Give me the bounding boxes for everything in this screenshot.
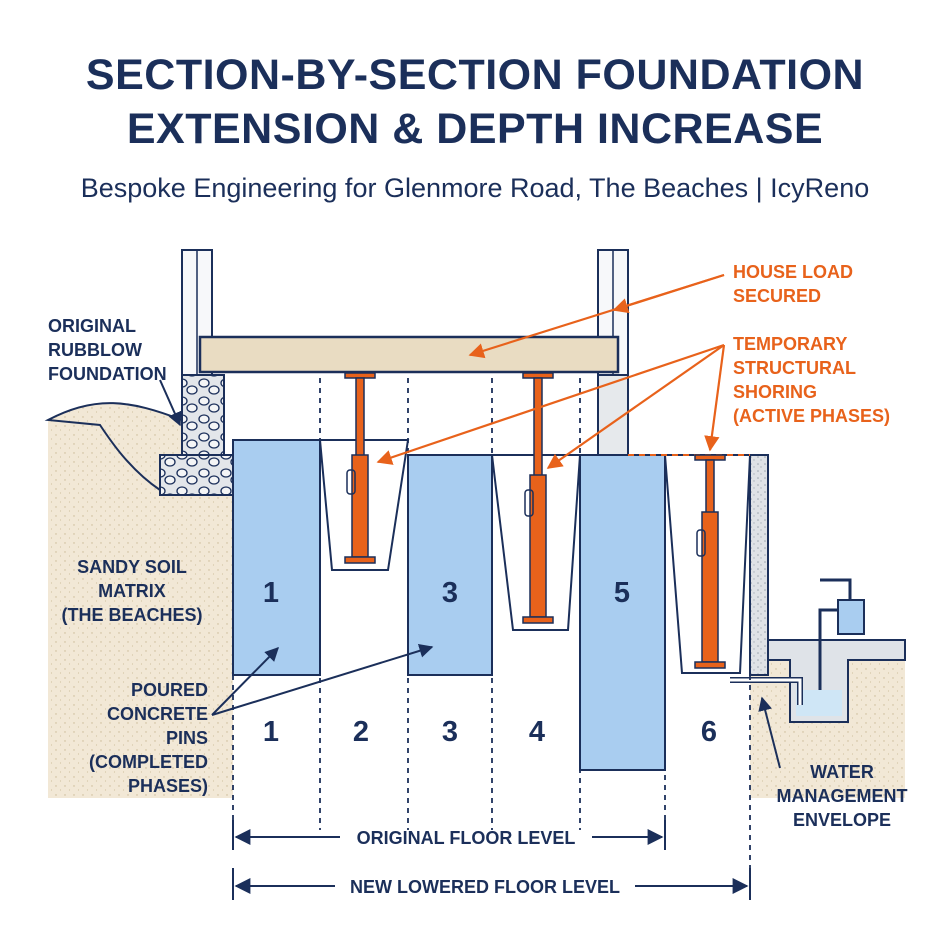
house-load-leaders xyxy=(468,273,725,359)
section-number-6: 6 xyxy=(701,716,717,748)
section-number-1: 1 xyxy=(263,716,279,748)
floor-beam xyxy=(198,335,620,374)
new-concrete-wall xyxy=(749,454,769,676)
shoring-label: TEMPORARY STRUCTURAL SHORING (ACTIVE PHA… xyxy=(733,334,890,426)
water-line-3: ENVELOPE xyxy=(793,810,891,830)
original-floor-dimension xyxy=(232,820,666,850)
original-foundation-line-3: FOUNDATION xyxy=(48,364,167,384)
sandy-soil-line-3: (THE BEACHES) xyxy=(61,605,202,625)
drain-pipe-inner xyxy=(730,678,802,705)
sandy-soil-line-2: MATRIX xyxy=(98,581,166,601)
section-number-3: 3 xyxy=(442,716,458,748)
page-title-line-2: EXTENSION & DEPTH INCREASE xyxy=(126,105,824,153)
original-foundation-line-2: RUBBLOW xyxy=(48,340,142,360)
shoring-line-3: SHORING xyxy=(733,382,817,402)
sump-water xyxy=(796,690,842,716)
new-floor-dimension xyxy=(232,868,751,900)
shoring-post-4 xyxy=(522,372,554,624)
poured-pins-line-3: PINS xyxy=(166,728,208,748)
shoring-post-2 xyxy=(344,372,376,564)
poured-pins-line-1: POURED xyxy=(131,680,208,700)
house-load-label: HOUSE LOAD SECURED xyxy=(733,262,853,306)
sandy-soil-label: SANDY SOIL MATRIX (THE BEACHES) xyxy=(61,557,202,625)
sandy-soil-line-1: SANDY SOIL xyxy=(77,557,187,577)
poured-pins-line-2: CONCRETE xyxy=(107,704,208,724)
concrete-pin-1 xyxy=(232,439,321,676)
original-foundation-label: ORIGINAL RUBBLOW FOUNDATION xyxy=(48,316,167,384)
section-number-4: 4 xyxy=(529,716,545,748)
house-load-line-2: SECURED xyxy=(733,286,821,306)
pin-number-1: 1 xyxy=(263,577,279,609)
shoring-line-2: STRUCTURAL xyxy=(733,358,856,378)
navy-leaders xyxy=(159,379,781,769)
shoring-leaders xyxy=(376,343,726,469)
water-management-label: WATER MANAGEMENT ENVELOPE xyxy=(777,762,908,830)
poured-pins-line-4: (COMPLETED xyxy=(89,752,208,772)
right-basement-space xyxy=(765,455,905,650)
house-load-line-1: HOUSE LOAD xyxy=(733,262,853,282)
page-subtitle: Bespoke Engineering for Glenmore Road, T… xyxy=(80,173,870,203)
shoring-line-1: TEMPORARY xyxy=(733,334,847,354)
original-floor-level-label: ORIGINAL FLOOR LEVEL xyxy=(357,828,576,848)
poured-pins-line-5: PHASES) xyxy=(128,776,208,796)
water-line-1: WATER xyxy=(810,762,874,782)
wall-footing-right xyxy=(597,374,629,456)
new-floor-level-label: NEW LOWERED FLOOR LEVEL xyxy=(350,877,620,897)
sump-pump xyxy=(837,599,865,635)
original-foundation-line-1: ORIGINAL xyxy=(48,316,136,336)
concrete-pin-3 xyxy=(407,454,493,676)
shoring-line-4: (ACTIVE PHASES) xyxy=(733,406,890,426)
section-number-2: 2 xyxy=(353,716,369,748)
concrete-pin-5 xyxy=(579,454,666,771)
sump-pipe xyxy=(818,578,852,690)
poured-pins-label: POURED CONCRETE PINS (COMPLETED PHASES) xyxy=(89,680,208,796)
rubble-foundation-lower xyxy=(159,454,234,496)
pin-number-5: 5 xyxy=(614,577,630,609)
section-dividers xyxy=(232,378,751,880)
pin-number-3: 3 xyxy=(442,577,458,609)
rubble-foundation-upper xyxy=(181,374,225,456)
shoring-post-6 xyxy=(694,454,726,669)
water-line-2: MANAGEMENT xyxy=(777,786,908,806)
page-title-line-1: SECTION-BY-SECTION FOUNDATION xyxy=(85,51,865,99)
